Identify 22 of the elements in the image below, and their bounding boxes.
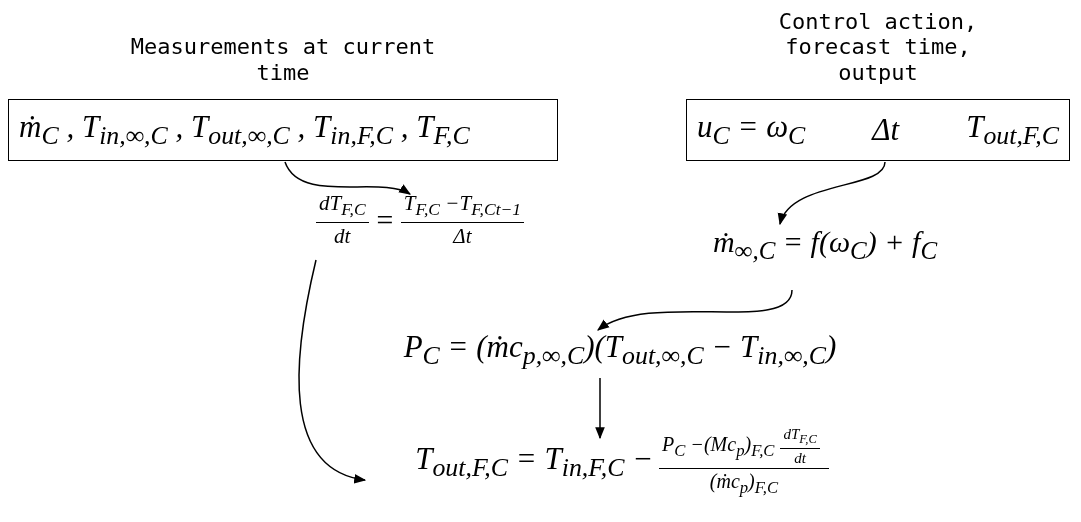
formula: = <box>374 203 395 237</box>
formula: dT$_{F,C}$ <box>318 191 366 221</box>
section-heading: Control action, forecast time, output <box>777 10 979 85</box>
formula: P$_{C}$ = (ṁc$_{p,∞,C}$)(T$_{out,∞,C}$ − T$_{in,∞,C}$) <box>403 328 837 372</box>
formula: u$_{C}$ = ω$_{C}$ <box>697 108 806 152</box>
arrow <box>779 161 886 226</box>
formula: (ṁc$_{p}$)$_{F,C}$ <box>709 470 779 498</box>
formula: T$_{out,F,C}$ = T$_{in,F,C}$ − <box>415 440 654 484</box>
formula: Δt <box>453 223 472 249</box>
formula: P$_{C}$ −(Mc$_{p}$)$_{F,C}$ <box>662 432 775 461</box>
formula: ṁ$_{∞,C}$ = f(ω$_{C}$) + f$_{C}$ <box>712 225 938 265</box>
formula: ṁ$_{C}$ , T$_{in,∞,C}$ , T$_{out,∞,C}$ , T$_{in,F,C}$ , T$_{F,C}$ <box>19 108 470 152</box>
formula: T$_{out,F,C}$ <box>966 108 1059 152</box>
formula: dt <box>334 223 351 249</box>
formula: Δt <box>872 112 900 148</box>
arrow <box>298 259 367 483</box>
arrow <box>596 289 793 331</box>
formula: dt <box>794 450 806 467</box>
section-heading: Measurements at current time <box>129 33 437 85</box>
arrow <box>595 377 605 440</box>
arrow <box>284 161 412 195</box>
formula: dT$_{F,C}$ <box>783 426 817 447</box>
